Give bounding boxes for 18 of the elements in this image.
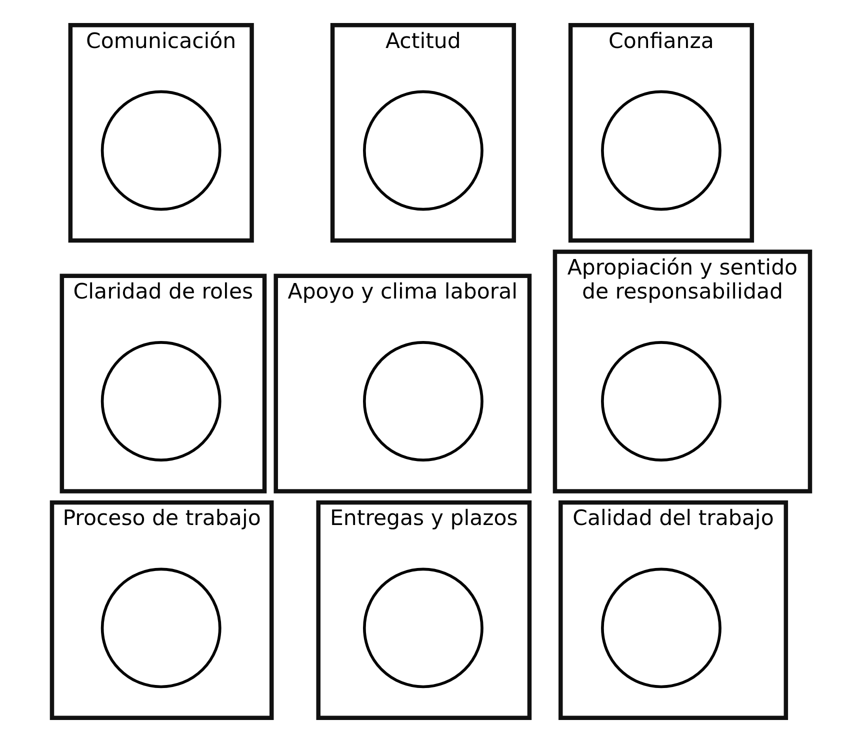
node-circle (600, 568, 721, 688)
node-circle (100, 341, 221, 462)
node-circle (362, 90, 483, 211)
node-circle (600, 341, 721, 462)
cluster: Proceso de trabajo (49, 500, 274, 720)
cluster: Confianza (568, 22, 754, 243)
node-circle (362, 341, 483, 462)
cluster: Calidad del trabajo (558, 500, 788, 720)
cluster: Comunicación (68, 22, 254, 243)
cluster: Actitud (330, 22, 516, 243)
cluster: Entregas y plazos (316, 500, 532, 720)
node-circle (100, 568, 221, 688)
node-circle (362, 568, 483, 688)
node-circle (100, 90, 221, 211)
node-circle (600, 90, 721, 211)
cluster: Apoyo y clima laboral (273, 274, 532, 494)
cluster: Apropiación y sentido de responsabilidad (552, 250, 812, 494)
cluster: Claridad de roles (59, 274, 266, 494)
